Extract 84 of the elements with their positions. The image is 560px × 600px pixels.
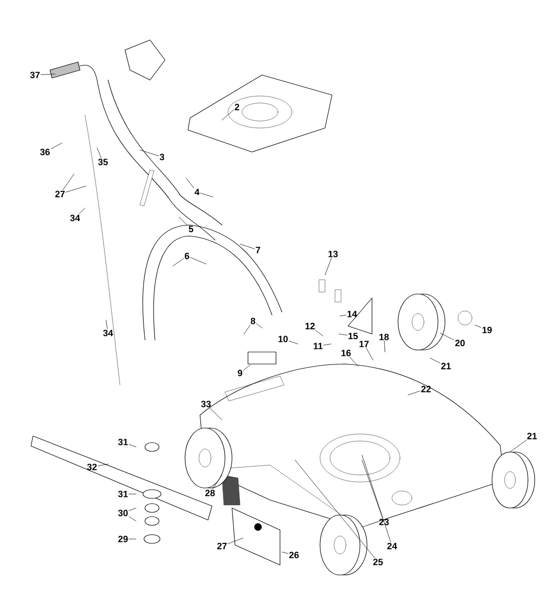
leader-line xyxy=(256,323,262,328)
callout-number: 25 xyxy=(373,558,383,566)
leader-line xyxy=(128,538,136,540)
leader-line xyxy=(243,364,250,370)
leader-line xyxy=(366,348,374,360)
leader-line xyxy=(294,460,375,558)
callout-number: 34 xyxy=(103,330,114,336)
leader-line xyxy=(98,464,108,466)
callout-number: 21 xyxy=(527,432,537,440)
leader-line xyxy=(440,332,454,340)
leader-line xyxy=(315,330,324,336)
callout-number: 2 xyxy=(234,104,240,110)
leader-line xyxy=(244,324,250,334)
callout-number: 37 xyxy=(30,72,40,78)
callout-number: 24 xyxy=(387,542,398,550)
callout-number: 36 xyxy=(40,148,50,156)
leader-line xyxy=(128,516,136,522)
callout-number: 34 xyxy=(70,214,80,222)
callout-number: 32 xyxy=(87,464,97,470)
leader-line xyxy=(338,334,348,336)
leader-line xyxy=(323,344,332,346)
leader-line xyxy=(106,320,108,330)
callout-number: 17 xyxy=(360,340,369,348)
leader-line xyxy=(228,538,244,544)
callout-number: 19 xyxy=(482,326,492,334)
leader-line xyxy=(190,257,206,264)
leader-line xyxy=(408,390,420,396)
leader-line xyxy=(222,110,234,120)
callout-number: 35 xyxy=(98,158,108,166)
callout-number: 22 xyxy=(421,386,431,392)
leader-line xyxy=(66,186,86,192)
leader-line xyxy=(140,150,159,156)
callout-number: 8 xyxy=(250,318,256,324)
leader-line xyxy=(200,192,214,198)
callout-number: 12 xyxy=(306,322,315,330)
callout-number: 27 xyxy=(217,542,227,550)
callout-number: 21 xyxy=(441,362,451,370)
leader-line xyxy=(186,178,194,188)
callout-number: 30 xyxy=(118,510,128,516)
callout-number: 18 xyxy=(380,334,389,340)
leader-line xyxy=(430,358,440,364)
leader-line xyxy=(40,74,56,75)
leader-line xyxy=(128,444,136,448)
callout-number: 3 xyxy=(160,154,164,160)
leader-line xyxy=(340,314,346,316)
callout-number: 27 xyxy=(55,190,65,198)
leader-line xyxy=(362,454,391,542)
callout-number: 14 xyxy=(348,310,358,318)
callout-number: 9 xyxy=(238,370,242,376)
leader-line xyxy=(96,148,102,158)
leader-line xyxy=(78,208,86,214)
callout-number: 11 xyxy=(314,342,323,350)
callout-number: 6 xyxy=(184,252,190,260)
callout-number: 4 xyxy=(194,188,200,196)
callout-number: 15 xyxy=(348,332,358,340)
callout-number: 10 xyxy=(278,336,288,342)
callout-number: 23 xyxy=(379,518,389,526)
leader-line xyxy=(128,508,136,511)
leader-line xyxy=(474,324,482,328)
callout-number: 31 xyxy=(118,438,128,446)
leader-line xyxy=(62,174,74,190)
callout-number: 29 xyxy=(118,536,128,542)
leader-line xyxy=(178,216,188,226)
callout-number: 20 xyxy=(455,340,465,346)
leader-line xyxy=(240,244,255,250)
callout-number: 28 xyxy=(205,490,215,496)
callout-number: 16 xyxy=(342,350,351,356)
leader-line xyxy=(210,408,222,420)
leader-line xyxy=(362,460,383,518)
leader-line xyxy=(350,356,358,366)
callout-number: 13 xyxy=(328,250,338,258)
callout-number: 7 xyxy=(256,246,260,254)
leader-line xyxy=(50,142,62,150)
callout-number: 26 xyxy=(289,552,299,558)
leader-line xyxy=(212,474,222,490)
leader-line xyxy=(282,552,288,554)
leader-line xyxy=(324,258,332,276)
leader-line xyxy=(288,340,298,344)
callout-number: 31 xyxy=(118,490,128,498)
callout-number: 5 xyxy=(188,226,194,232)
leader-line xyxy=(384,340,386,352)
leader-line xyxy=(172,258,184,266)
leader-line xyxy=(510,440,527,452)
callout-number: 33 xyxy=(201,400,211,408)
